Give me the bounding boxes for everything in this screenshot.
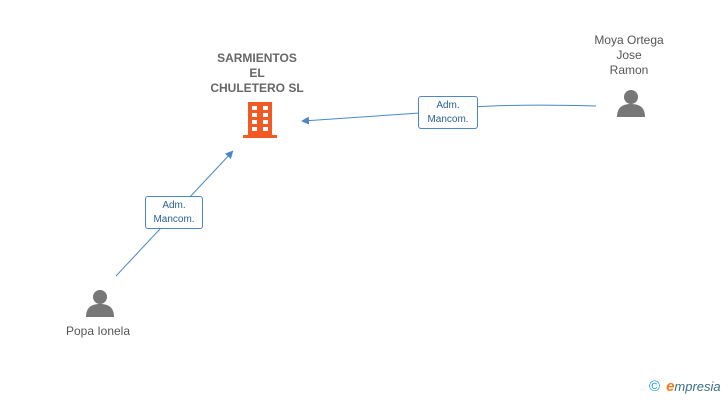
- person-name-popa[interactable]: Popa Ionela: [65, 324, 131, 338]
- edge-label-popa[interactable]: Adm. Mancom.: [145, 196, 203, 229]
- person-icon[interactable]: [616, 88, 646, 118]
- copyright-symbol: ©: [649, 378, 661, 395]
- brand-watermark: © e mpresia: [649, 378, 721, 395]
- building-icon[interactable]: [243, 102, 277, 138]
- brand-logo-initial: e: [666, 378, 675, 395]
- person-icon[interactable]: [85, 288, 115, 318]
- company-name[interactable]: SARMIENTOS EL CHULETERO SL: [210, 51, 304, 95]
- brand-logo-text: mpresia: [674, 379, 721, 394]
- edge-label-moya[interactable]: Adm. Mancom.: [418, 96, 478, 129]
- person-name-moya[interactable]: Moya Ortega Jose Ramon: [594, 33, 664, 77]
